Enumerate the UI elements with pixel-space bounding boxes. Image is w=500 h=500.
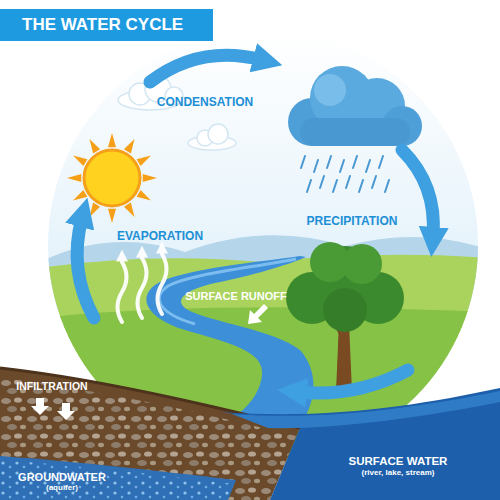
sun-ray	[137, 190, 151, 201]
process-label: PRECIPITATION	[307, 215, 398, 228]
region-note: (river, lake, stream)	[362, 469, 435, 478]
rain-drop	[359, 180, 363, 192]
rain-drop	[346, 176, 350, 188]
rain-drop	[366, 160, 370, 172]
sun-ray	[124, 203, 135, 217]
sun-ray	[108, 209, 116, 223]
cycle-arrow	[77, 218, 94, 318]
tree	[342, 244, 382, 284]
river-highlight	[159, 259, 296, 324]
process-label: EVAPORATION	[117, 230, 203, 243]
sun-ray	[124, 139, 135, 153]
rain-drop	[307, 180, 311, 192]
rain-drop	[385, 180, 389, 192]
rain-drop	[320, 176, 324, 188]
runoff-arrow	[248, 304, 268, 324]
title-banner: THE WATER CYCLE	[0, 9, 213, 41]
sun-ray	[67, 174, 81, 182]
process-label: SURFACE RUNOFF	[185, 290, 286, 302]
sun-rays	[67, 133, 157, 223]
cycle-arrow	[150, 55, 262, 82]
cycle-arrow	[298, 370, 408, 393]
sun-ray	[90, 139, 101, 153]
infiltration-arrow	[31, 398, 49, 415]
sun	[84, 150, 140, 206]
groundwater-dots	[0, 460, 234, 500]
rain-drop	[314, 160, 318, 172]
cycle-arrow	[77, 55, 433, 393]
surface-water-shine	[232, 391, 500, 428]
surface-water	[220, 388, 500, 500]
rain	[301, 156, 389, 192]
region-label: SURFACE WATER	[349, 455, 448, 468]
process-label: CONDENSATION	[157, 96, 253, 109]
rain-cloud	[314, 74, 346, 106]
rain-drop	[379, 156, 383, 168]
rain-drop	[301, 156, 305, 168]
infiltration-arrow	[57, 403, 75, 420]
rain-drop	[340, 160, 344, 172]
process-label: INFILTRATION	[16, 381, 87, 393]
cycle-arrow	[402, 150, 433, 236]
evaporation-arrow	[158, 250, 167, 314]
sun-ray	[73, 190, 87, 201]
tree	[323, 288, 367, 332]
sun-ray	[108, 133, 116, 147]
sun-ray	[90, 203, 101, 217]
cloud	[188, 124, 236, 150]
rain-drop	[372, 176, 376, 188]
sun-ray	[73, 156, 87, 167]
evaporation-arrow	[118, 258, 127, 322]
rain-drop	[333, 180, 337, 192]
rain-cloud	[300, 118, 410, 146]
region-note: (aquifer)	[46, 484, 78, 493]
evaporation-arrow	[138, 254, 147, 318]
groundwater	[0, 456, 236, 500]
region-label: GROUNDWATER	[18, 471, 106, 483]
rain-drop	[353, 156, 357, 168]
rain-drop	[327, 156, 331, 168]
title: THE WATER CYCLE	[22, 15, 183, 35]
sun-ray	[143, 174, 157, 182]
sun-ray	[137, 156, 151, 167]
soil	[0, 368, 300, 500]
rain-cloud	[288, 66, 422, 146]
soil-pebbles	[0, 378, 296, 500]
cloud	[208, 124, 228, 144]
evaporation-arrow	[118, 250, 167, 322]
tree	[286, 242, 404, 392]
infiltration-arrow	[31, 398, 75, 420]
